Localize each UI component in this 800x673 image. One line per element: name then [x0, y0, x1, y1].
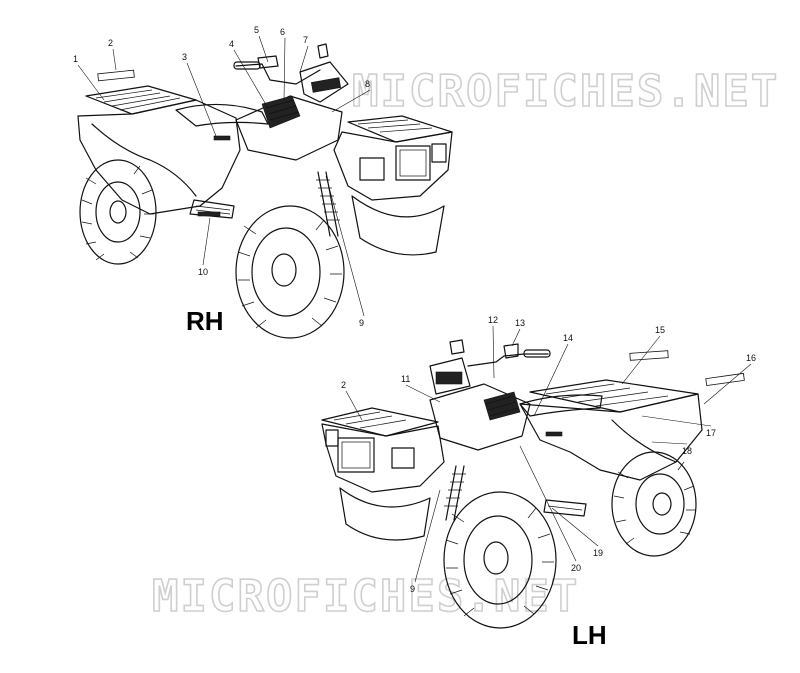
atv-rh-illustration [77, 43, 453, 339]
view-label-rh: RH [186, 306, 224, 336]
callout-number-rh-8: 8 [365, 79, 370, 89]
callout-leader-lh-20 [519, 445, 577, 562]
callout-number-rh-5: 5 [254, 25, 259, 35]
callout-number-rh-6: 6 [280, 27, 285, 37]
callout-number-rh-10: 10 [198, 267, 208, 277]
callout-number-lh-15: 15 [655, 325, 665, 335]
callout-leader-lh-19 [551, 507, 599, 547]
callout-leader-lh-15 [621, 335, 661, 385]
callout-number-lh-14: 14 [563, 333, 573, 343]
callout-number-rh-7: 7 [303, 35, 308, 45]
callout-number-lh-2: 2 [341, 380, 346, 390]
callout-leader-rh-9 [325, 175, 365, 317]
rh-callouts: 1 2 3 4 5 6 7 8 9 10 [73, 25, 371, 328]
callout-number-rh-3: 3 [182, 52, 187, 62]
callout-number-lh-16: 16 [746, 353, 756, 363]
callout-number-lh-17: 17 [706, 428, 716, 438]
callout-leader-rh-4 [233, 49, 269, 109]
callout-leader-lh-11 [405, 384, 441, 403]
callout-number-lh-11: 11 [401, 374, 410, 384]
callout-leader-lh-18 [651, 441, 688, 445]
callout-number-rh-4: 4 [229, 39, 234, 49]
callout-leader-rh-8 [331, 89, 371, 113]
callout-leader-lh-9 [414, 489, 441, 583]
callout-number-lh-19: 19 [593, 548, 603, 558]
callout-leader-rh-5 [258, 35, 269, 63]
callout-leader-rh-7 [299, 45, 309, 73]
callout-leader-lh-13 [511, 328, 521, 347]
callout-number-rh-2: 2 [108, 38, 113, 48]
callout-leader-rh-1 [77, 64, 105, 101]
callout-number-lh-9: 9 [410, 584, 415, 594]
view-label-lh: LH [572, 620, 607, 650]
watermark-bottom: MICROFICHES.NET [152, 571, 579, 622]
lh-callouts: 2 11 12 13 14 15 16 17 18 19 20 9 [341, 315, 756, 594]
callout-leader-lh-16 [703, 363, 752, 405]
callout-leader-lh-17 [641, 415, 712, 427]
watermark-top: MICROFICHES.NET [352, 66, 779, 117]
callout-number-lh-20: 20 [571, 563, 581, 573]
atv-lh-illustration [321, 339, 745, 629]
callout-number-lh-13: 13 [515, 318, 525, 328]
callout-leader-rh-3 [186, 62, 217, 137]
callout-number-rh-1: 1 [73, 54, 78, 64]
callout-leader-rh-6 [283, 37, 286, 101]
callout-leader-lh-12 [492, 325, 495, 379]
callout-leader-lh-14 [533, 343, 569, 417]
callout-number-lh-18: 18 [682, 446, 692, 456]
callout-number-rh-9: 9 [359, 318, 364, 328]
callout-leader-rh-2 [112, 48, 117, 71]
callout-leader-rh-10 [202, 217, 211, 266]
callout-number-lh-12: 12 [488, 315, 498, 325]
callout-leader-lh-2 [345, 390, 363, 421]
